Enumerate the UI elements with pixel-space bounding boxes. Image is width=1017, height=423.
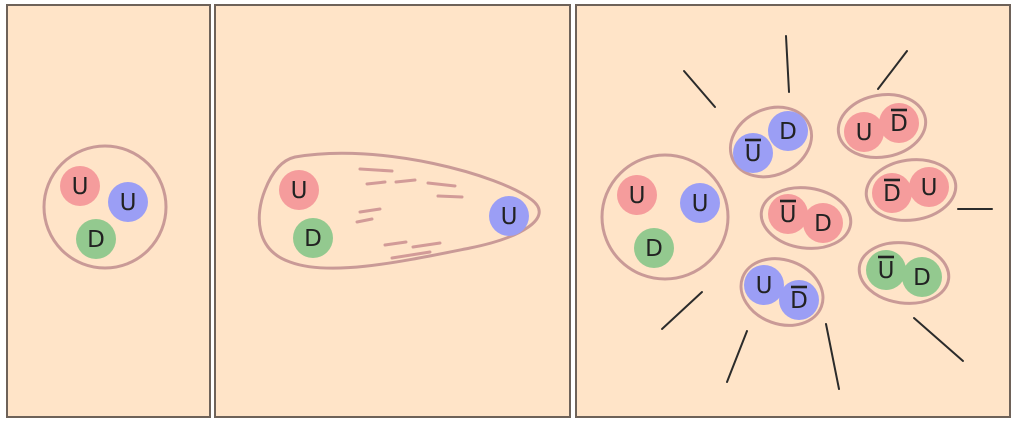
svg-text:U: U [921,175,938,201]
quark-up-red: U [279,170,319,210]
svg-text:U: U [501,204,518,230]
svg-text:D: D [304,226,322,252]
jet-rays [661,35,993,390]
svg-text:U: U [780,202,797,228]
quark-up-blue: U [489,196,529,236]
svg-text:D: D [890,111,908,137]
quark-down-green: D [293,218,333,258]
svg-text:D: D [883,181,901,207]
quark-down-green: D [634,228,674,268]
quark-down-green: D [76,219,116,259]
meson-ubar-d-blue: U D [728,105,814,179]
quark-up-blue: U [108,182,148,222]
svg-text:D: D [87,227,105,253]
meson-u-dbar-blue: U D [739,257,825,327]
proton-bag [42,144,168,270]
meson-u-dbar-red: U D [836,93,928,159]
svg-text:U: U [756,273,773,299]
panel-proton: U U D [6,4,211,418]
svg-text:U: U [878,258,895,284]
svg-text:D: D [779,119,797,145]
meson-ubar-d-red: U D [759,186,853,250]
quark-up-blue: U [680,183,720,223]
svg-text:D: D [645,236,663,262]
stretched-bag [257,151,541,270]
panel-1-frame [6,4,211,418]
svg-text:D: D [913,265,931,291]
svg-text:U: U [692,191,709,217]
svg-text:D: D [790,288,808,314]
svg-text:U: U [120,190,137,216]
meson-dbar-u-red: D U [864,158,958,222]
flux-lines [355,167,464,260]
meson-ubar-d-green: U D [857,241,951,305]
svg-text:U: U [856,120,873,146]
panel-hadronization: U U D U D U D [575,4,1011,418]
svg-text:U: U [745,141,762,167]
panel-stretched: U D U [214,4,571,418]
quark-up-red: U [617,175,657,215]
svg-text:D: D [814,211,832,237]
svg-text:U: U [72,174,89,200]
svg-text:U: U [291,178,308,204]
quark-up-red: U [60,166,100,206]
svg-text:U: U [629,183,646,209]
proton-bag [600,153,730,281]
